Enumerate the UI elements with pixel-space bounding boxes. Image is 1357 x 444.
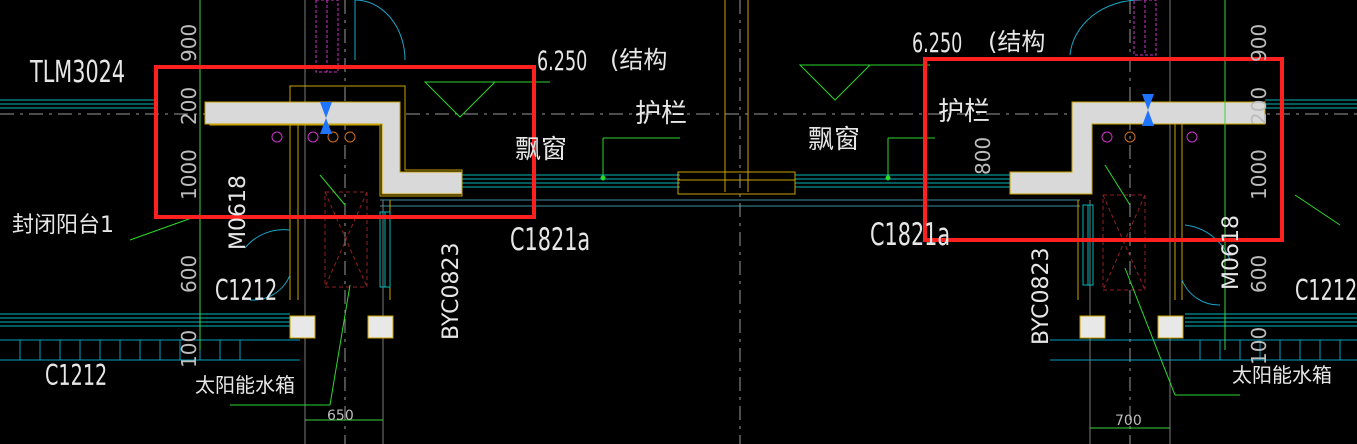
label-railing-right: 护栏 <box>938 97 990 127</box>
right-wall-outline <box>1009 101 1266 339</box>
label-water-tank-left: 太阳能水箱 <box>195 373 295 397</box>
label-door-tlm: TLM3024 <box>29 55 125 90</box>
blue-markers <box>320 94 1154 134</box>
dim-right-100: 100 <box>1247 327 1271 365</box>
dim-bottom-700: 700 <box>1115 413 1142 429</box>
label-water-tank-right: 太阳能水箱 <box>1232 363 1332 387</box>
dim-right-600: 600 <box>1247 255 1271 293</box>
label-elevation-right: 6.250 <box>912 28 962 59</box>
dim-right-1000: 1000 <box>1247 149 1271 200</box>
dim-left-100: 100 <box>177 330 201 368</box>
highlight-box-right <box>923 57 1284 242</box>
dim-right-200: 200 <box>1247 87 1271 125</box>
label-railing-left: 护栏 <box>635 99 687 129</box>
label-window-c1821a-right: C1821a <box>870 217 950 253</box>
door-swings <box>244 0 1231 306</box>
label-bay-window-right: 飘窗 <box>808 125 860 155</box>
label-window-c1212-bottom: C1212 <box>45 358 107 392</box>
elevation-markers <box>423 64 930 118</box>
dim-bottom-650: 650 <box>327 408 354 424</box>
label-window-c1212-left: C1212 <box>215 273 277 307</box>
label-window-c1212-right: C1212 <box>1295 273 1357 307</box>
label-elevation-left: 6.250 <box>537 46 587 77</box>
highlight-boxes <box>154 57 1284 242</box>
label-bay-window-left: 飘窗 <box>515 135 567 165</box>
label-window-c1821a-left: C1821a <box>510 222 590 258</box>
left-wall-outline <box>204 85 463 339</box>
dim-left-200: 200 <box>177 87 201 125</box>
label-door-m0618-right: M0618 <box>1219 215 1244 290</box>
dim-right-900: 900 <box>1247 24 1271 62</box>
dim-left-900: 900 <box>177 24 201 62</box>
center-column <box>677 0 796 195</box>
dim-left-1000: 1000 <box>177 149 201 200</box>
magenta-columns <box>315 0 1157 73</box>
leader-lines <box>129 137 1341 406</box>
label-structure-left: (结构 <box>610 46 667 74</box>
dim-right-inner-800: 800 <box>971 137 995 175</box>
horizontal-window-lines <box>0 99 1357 327</box>
label-byc-right: BYC0823 <box>1029 248 1054 345</box>
dim-left-600: 600 <box>177 255 201 293</box>
drain-symbols <box>271 131 1198 143</box>
highlight-box-left <box>154 65 536 219</box>
text-labels: TLM3024 封闭阳台1 C1212 C1212 C1212 太阳能水箱 太阳… <box>12 24 1357 429</box>
label-enclosed-balcony: 封闭阳台1 <box>12 213 114 238</box>
label-door-m0618-left: M0618 <box>226 175 251 250</box>
label-byc-left: BYC0823 <box>439 243 464 340</box>
label-structure-right: (结构 <box>988 28 1045 56</box>
